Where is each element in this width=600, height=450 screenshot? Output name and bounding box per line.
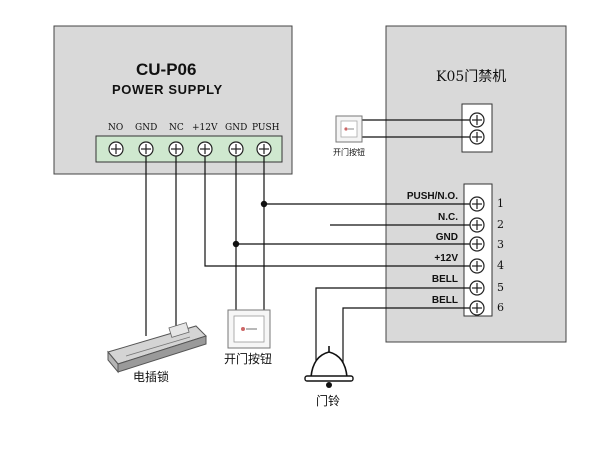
controller-screws	[469, 196, 485, 316]
wire-push	[263, 156, 477, 310]
controller-terminal-number: 2	[497, 218, 504, 231]
psu-terminal-label: PUSH	[252, 123, 280, 133]
bell-label: 门铃	[316, 394, 341, 408]
junction-push	[260, 200, 268, 208]
wire-gnd	[235, 156, 477, 310]
controller-button-screws	[469, 112, 485, 145]
psu-terminal-strip	[95, 135, 283, 163]
psu-terminal-label: GND	[225, 123, 248, 133]
wire-12v	[204, 156, 477, 267]
controller-button-terminal-block	[461, 103, 493, 153]
psu-screws	[108, 141, 272, 157]
psu-model: CU-P06	[136, 60, 197, 79]
exit-button-icon	[227, 309, 271, 349]
controller-terminal-label: +12V	[434, 253, 458, 264]
wires	[145, 119, 477, 366]
electric-bolt-lock-icon	[107, 322, 207, 374]
controller-terminal-label: N.C.	[438, 212, 458, 223]
controller-terminal-number: 5	[497, 281, 504, 294]
controller-terminal-label: BELL	[431, 295, 458, 306]
door-bell-icon	[304, 346, 354, 388]
controller-terminal-number: 1	[497, 197, 504, 210]
small-exit-button-label: 开门按钮	[333, 148, 365, 157]
controller-terminal-number: 6	[497, 301, 504, 314]
wire-bell-2	[342, 307, 477, 366]
controller-terminal-number: 4	[497, 259, 504, 272]
psu-subtitle: POWER SUPPLY	[112, 82, 223, 97]
junction-gnd	[232, 240, 240, 248]
small-exit-button-icon	[335, 115, 363, 143]
wire-bell-1	[315, 287, 477, 366]
psu-terminal-label: NC	[169, 123, 184, 133]
controller-terminal-label: BELL	[431, 274, 458, 285]
psu-terminal-label: NO	[108, 123, 124, 133]
psu-terminal-label: GND	[135, 123, 158, 133]
controller-title: K05门禁机	[436, 69, 507, 85]
exit-button-label: 开门按钮	[224, 352, 273, 366]
psu-terminal-label: +12V	[192, 123, 218, 133]
controller-terminal-label: GND	[435, 232, 458, 243]
controller-terminal-number: 3	[497, 238, 504, 251]
lock-label: 电插锁	[133, 370, 170, 384]
controller-terminal-label: PUSH/N.O.	[406, 191, 458, 202]
